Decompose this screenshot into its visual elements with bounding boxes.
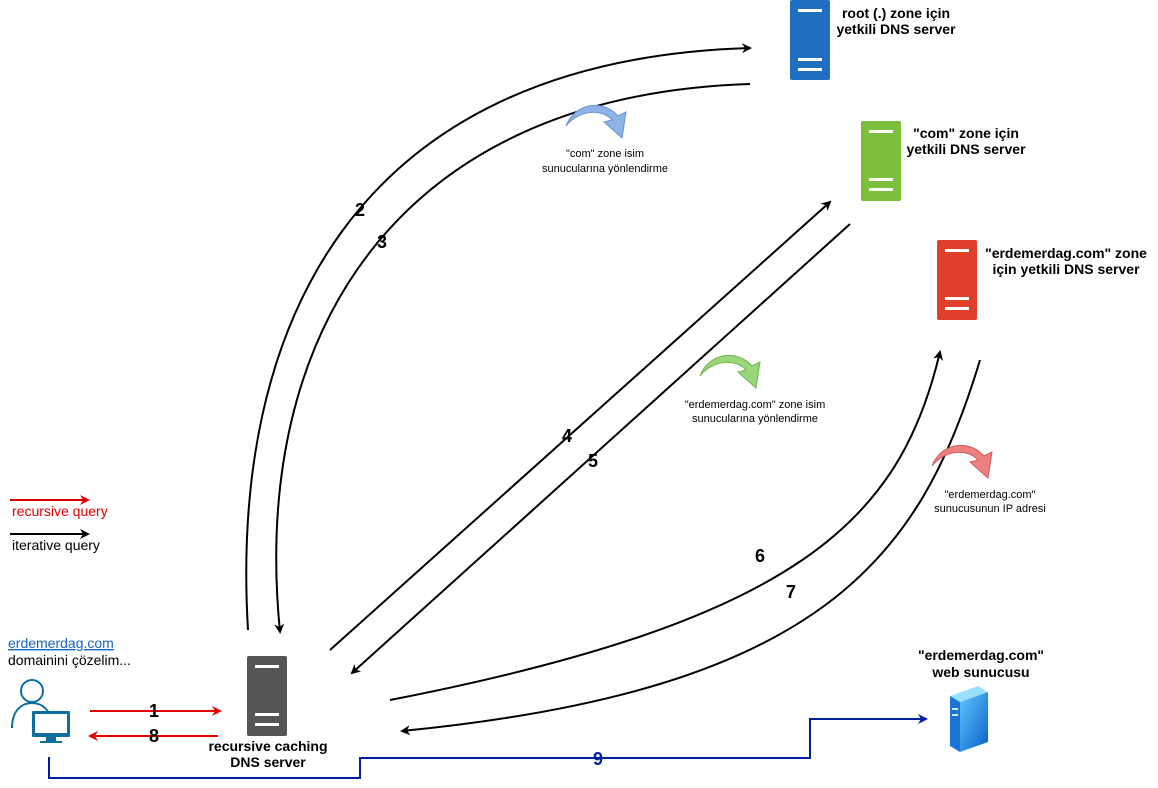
legend: recursive query iterative query	[10, 495, 108, 553]
legend-iterative-label: iterative query	[12, 537, 100, 553]
arrow-step-3	[274, 83, 751, 634]
root-server-label-line2: yetkili DNS server	[836, 21, 956, 37]
recursive-dns-server-icon	[247, 656, 287, 736]
step-label-4: 4	[562, 426, 572, 446]
web-server-icon	[950, 686, 988, 752]
step-label-7: 7	[786, 582, 796, 602]
erdemerdag-server-label-line1: "erdemerdag.com" zone	[985, 245, 1147, 261]
arrow-step-4	[329, 200, 832, 651]
erdemerdag-referral-arrow-icon	[699, 355, 761, 389]
step-label-6: 6	[755, 546, 765, 566]
com-dns-server-icon	[861, 121, 901, 201]
root-server-label-line1: root (.) zone için	[842, 5, 950, 21]
step-label-8: 8	[149, 726, 159, 746]
ip-answer-line1: "erdemerdag.com"	[945, 489, 1036, 501]
client-domain-link[interactable]: erdemerdag.com	[8, 635, 114, 651]
arrow-step-2	[245, 43, 752, 631]
step-label-5: 5	[588, 451, 598, 471]
client-description: domainini çözelim...	[8, 652, 131, 668]
step-label-2: 2	[355, 200, 365, 220]
arrow-step-6	[389, 350, 944, 701]
step-label-9: 9	[593, 749, 603, 769]
com-referral-line1: "com" zone isim	[566, 148, 644, 160]
legend-recursive-label: recursive query	[12, 503, 108, 519]
arrow-step-9	[48, 714, 928, 779]
user-computer-icon	[11, 679, 70, 743]
com-referral-line2: sunucularına yönlendirme	[542, 163, 668, 175]
erdemerdag-server-label-line2: için yetkili DNS server	[992, 261, 1140, 277]
arrow-step-5	[350, 223, 851, 675]
step-label-3: 3	[377, 232, 387, 252]
arrow-step-7	[400, 359, 981, 736]
recursive-server-label-line2: DNS server	[230, 754, 306, 770]
recursive-server-label-line1: recursive caching	[208, 738, 327, 754]
erdemerdag-referral-line1: "erdemerdag.com" zone isim	[685, 399, 825, 411]
web-server-label-line1: "erdemerdag.com"	[918, 647, 1044, 663]
ip-answer-arrow-icon	[931, 445, 993, 479]
ip-answer-line2: sunucusunun IP adresi	[934, 503, 1046, 515]
erdemerdag-referral-line2: sunucularına yönlendirme	[692, 413, 818, 425]
com-server-label-line1: "com" zone için	[913, 125, 1019, 141]
step-label-1: 1	[149, 701, 159, 721]
root-dns-server-icon	[790, 0, 830, 80]
com-referral-arrow-icon	[565, 105, 627, 139]
com-server-label-line2: yetkili DNS server	[906, 141, 1026, 157]
web-server-label-line2: web sunucusu	[931, 664, 1029, 680]
erdemerdag-dns-server-icon	[937, 240, 977, 320]
